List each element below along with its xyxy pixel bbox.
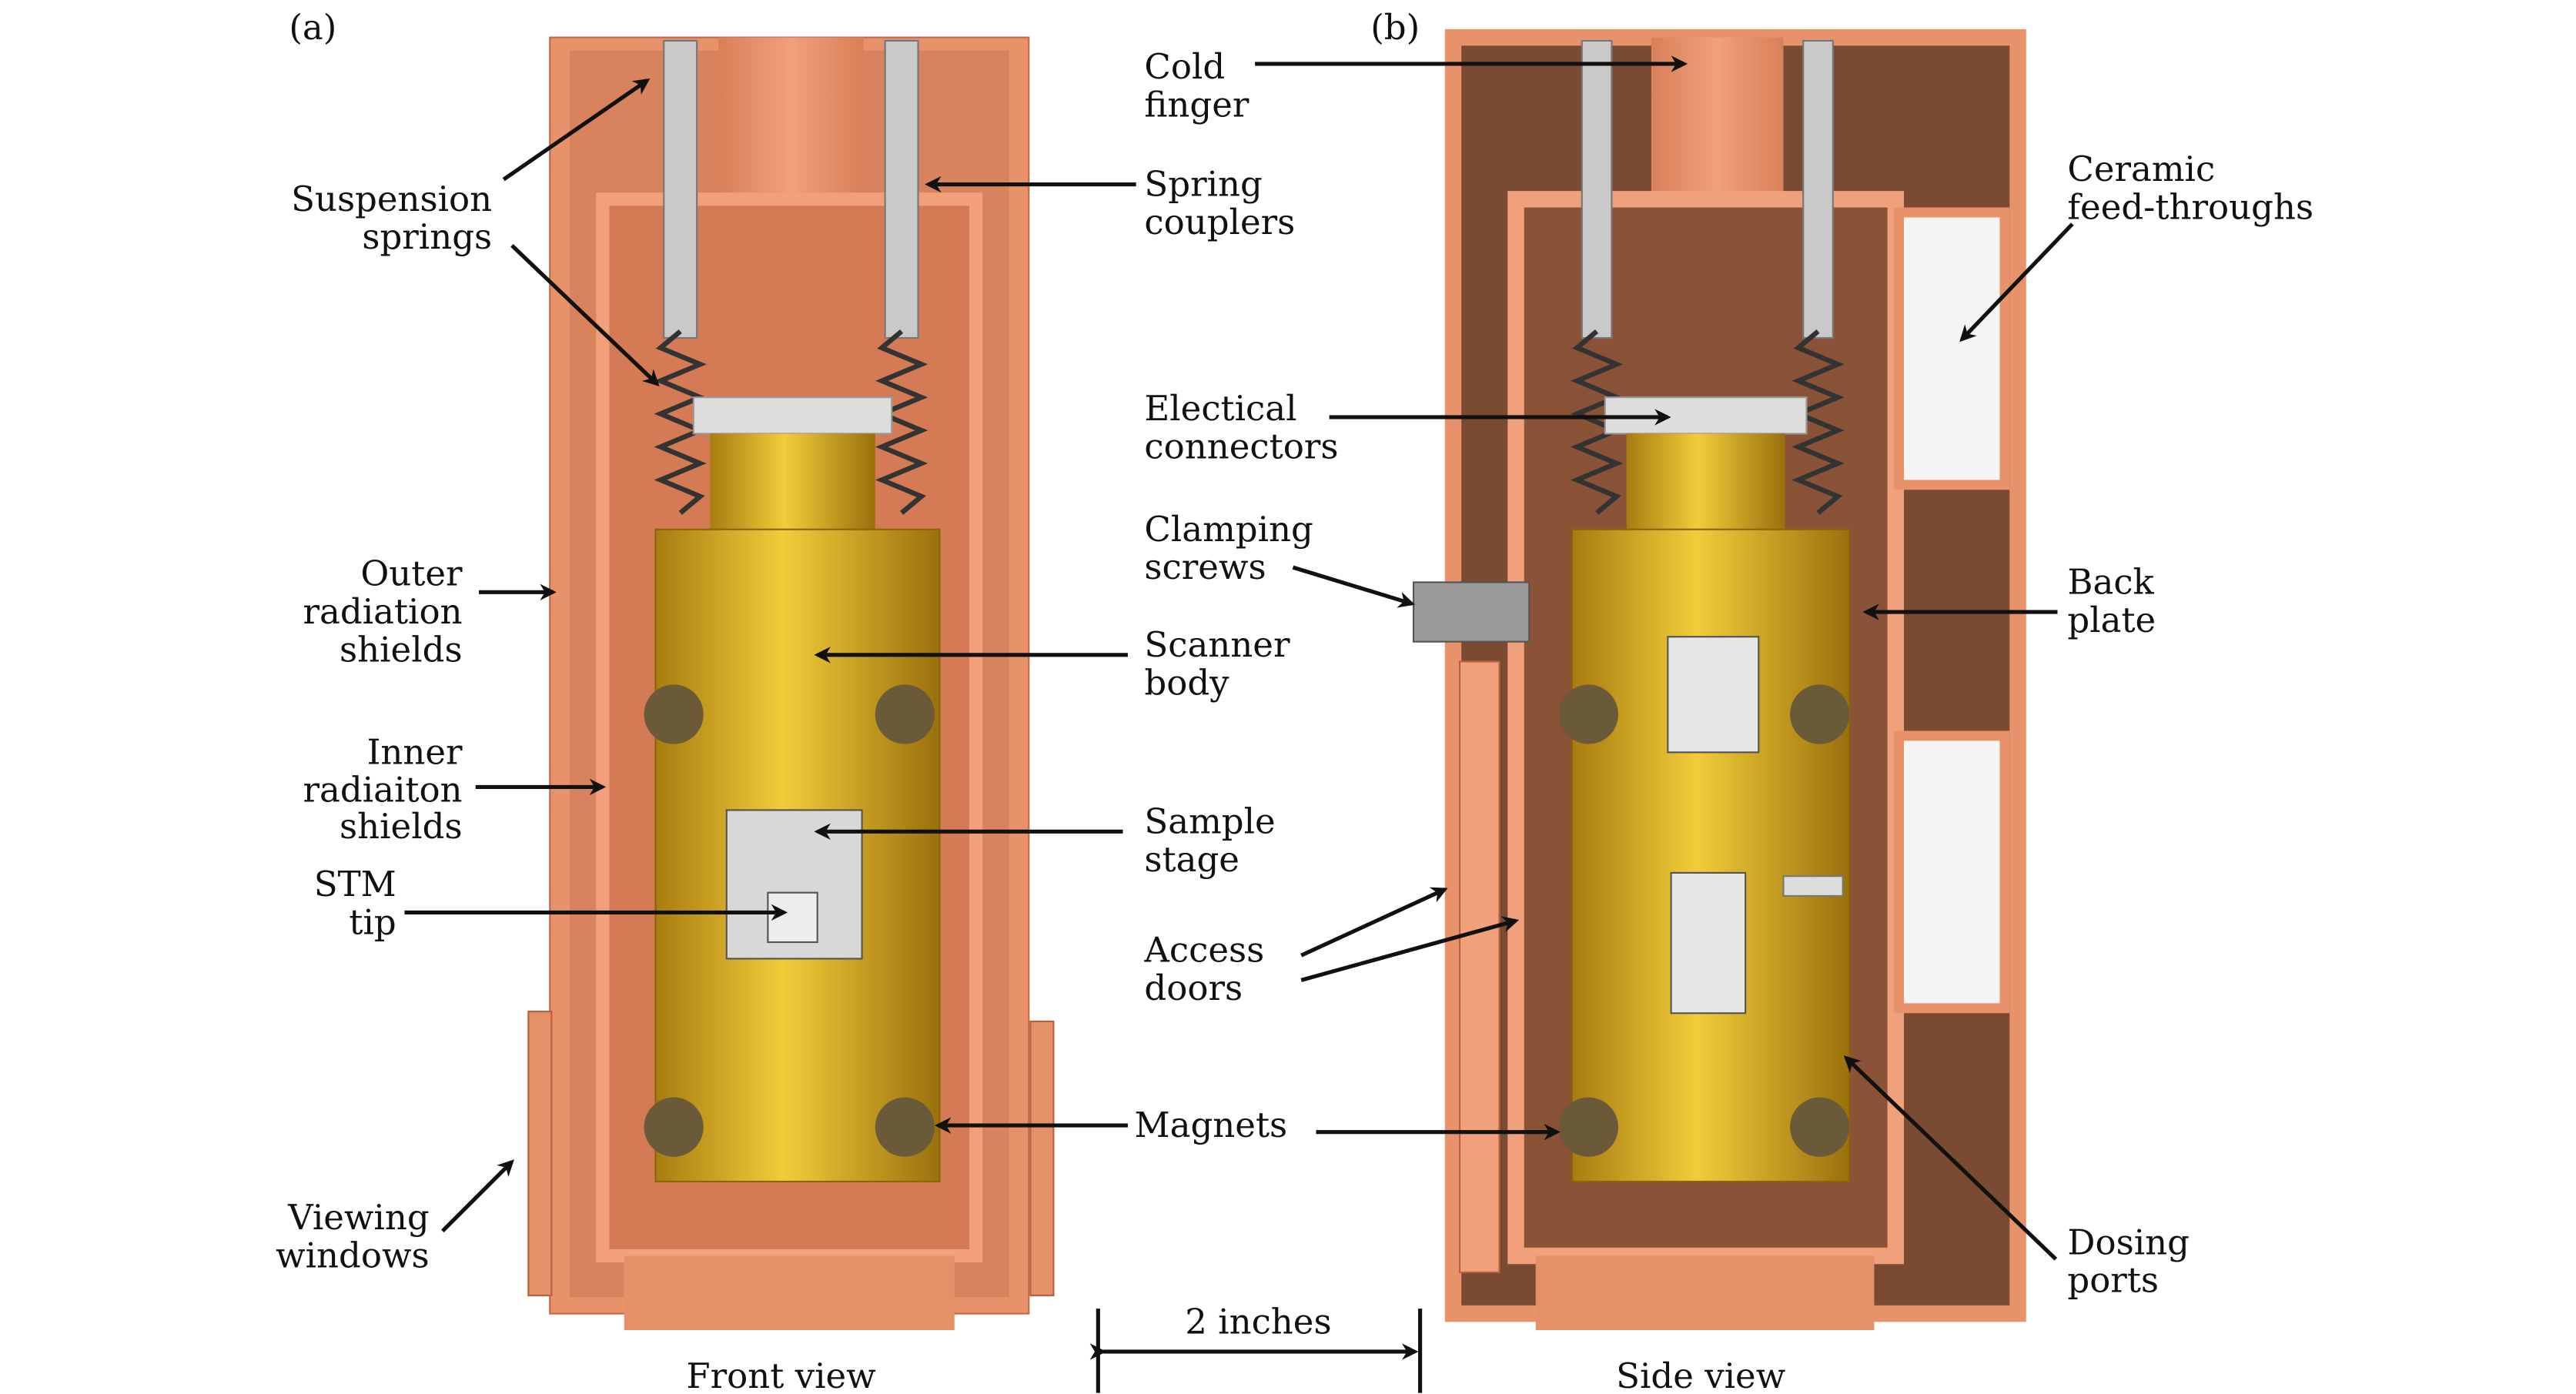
viewing-window-right (1029, 1020, 1055, 1297)
label-back-plate: plate (2067, 600, 2156, 640)
ceramic-feedthrough-upper (1894, 207, 2010, 490)
suspension-spring-side-left (1570, 329, 1624, 515)
arrow-dosing-ports (1843, 1055, 2058, 1261)
label-suspension-springs: springs (362, 216, 492, 257)
ceramic-feedthrough-lower (1894, 730, 2010, 1014)
caption-side-view: Side view (1616, 1356, 1785, 1394)
access-door (1458, 660, 1500, 1274)
electrical-connectors (692, 396, 893, 435)
label-sample-stage: Sample (1144, 801, 1275, 841)
suspension-spring-right (875, 329, 928, 515)
scale-bar-label: 2 inches (1185, 1301, 1331, 1342)
label-back-plate: Back (2067, 561, 2154, 602)
arrow-access-doors-2 (1300, 916, 1520, 982)
panel-tag-a: (a) (289, 7, 336, 48)
side-view-drawing (1412, 28, 2026, 1331)
cold-finger (718, 37, 864, 203)
label-ceramic-feedthroughs: feed-throughs (2067, 187, 2313, 228)
magnets (644, 684, 935, 1157)
scale-bar: 2 inches (1089, 1301, 1423, 1393)
label-ceramic-feedthroughs: Ceramic (2067, 149, 2215, 189)
arrow-viewing-windows (441, 1159, 514, 1233)
labels: (a) (b) Front view Side view Suspension … (276, 7, 2313, 1394)
label-inner-shields: radiaiton (303, 770, 463, 811)
spring-couplers-side (1581, 39, 1613, 339)
leader-arrows (404, 55, 2074, 1261)
label-electrical-connectors: connectors (1144, 426, 1338, 467)
scanner-body-side (1571, 528, 1851, 1183)
sample-window-side (1667, 636, 1760, 754)
label-outer-shields: radiation (303, 591, 463, 632)
label-outer-shields: Outer (360, 553, 463, 594)
label-stm-tip: tip (349, 901, 396, 942)
label-dosing-ports: Dosing (2067, 1222, 2190, 1262)
tip-window-side (1670, 871, 1747, 1015)
label-suspension-springs: Suspension (291, 179, 492, 219)
panel-tag-b: (b) (1370, 7, 1420, 48)
label-stm-tip: STM (314, 864, 396, 904)
label-cold-finger: finger (1144, 85, 1250, 125)
label-viewing-windows: Viewing (287, 1197, 430, 1238)
label-inner-shields: shields (340, 806, 463, 847)
scanner-body-upper (710, 433, 875, 533)
label-outer-shields: shields (340, 629, 463, 670)
label-access-doors: Access (1143, 930, 1264, 971)
label-electrical-connectors: Electical (1144, 388, 1296, 429)
arrow-clamping-screws (1292, 565, 1415, 608)
spring-couplers-side-2 (1802, 39, 1834, 339)
arrow-suspension-springs-1 (502, 78, 651, 182)
label-sample-stage: stage (1144, 839, 1239, 880)
label-magnets: Magnets (1135, 1105, 1288, 1145)
clamping-screw (1412, 581, 1531, 643)
label-scanner-body: Scanner (1144, 624, 1290, 665)
label-cold-finger: Cold (1144, 46, 1225, 87)
label-spring-couplers: Spring (1144, 164, 1262, 205)
scanner-body-side-upper (1626, 433, 1785, 533)
viewing-window-left (527, 1011, 553, 1297)
arrow-suspension-springs-2 (510, 244, 660, 387)
arrow-access-doors-1 (1300, 887, 1448, 958)
suspension-spring-side-right (1791, 329, 1845, 515)
label-spring-couplers: couplers (1144, 202, 1295, 242)
spring-couplers (663, 39, 919, 339)
front-view-drawing (527, 36, 1055, 1331)
stm-tip-holder (767, 891, 818, 944)
label-clamping-screws: Clamping (1144, 509, 1313, 550)
label-viewing-windows: windows (276, 1235, 430, 1276)
arrow-ceramic-feedthroughs (1959, 222, 2074, 343)
label-scanner-body: body (1144, 662, 1229, 703)
dosing-port (1782, 875, 1844, 898)
label-inner-shields: Inner (367, 731, 463, 772)
label-clamping-screws: screws (1144, 547, 1266, 587)
label-access-doors: doors (1144, 968, 1243, 1008)
caption-front-view: Front view (686, 1356, 875, 1394)
bottom-flange-side (1535, 1255, 1875, 1331)
label-dosing-ports: ports (2067, 1260, 2159, 1301)
suspension-spring-left (654, 329, 707, 515)
magnets-side (1558, 684, 1850, 1157)
bottom-flange (624, 1255, 955, 1331)
